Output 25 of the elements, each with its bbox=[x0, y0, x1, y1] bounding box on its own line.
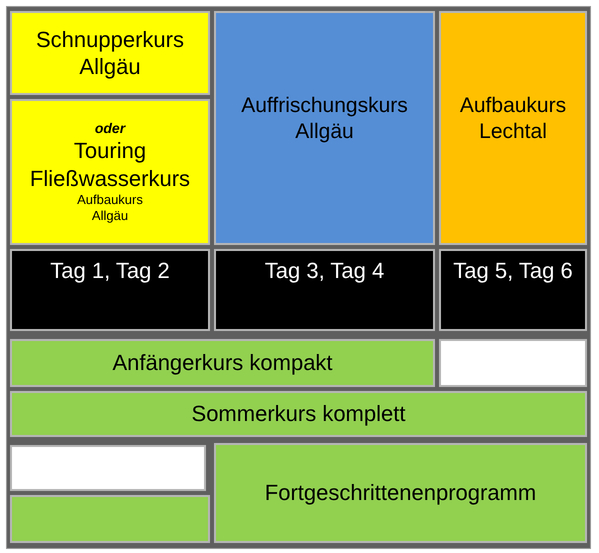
day-label: Tag 1, Tag 2 bbox=[50, 257, 170, 284]
course-block bbox=[10, 11, 210, 95]
day-band bbox=[439, 249, 587, 331]
course-name: Fortgeschrittenenprogramm bbox=[264, 479, 536, 507]
day-band bbox=[10, 249, 210, 331]
course-block bbox=[10, 99, 210, 245]
day-band bbox=[214, 249, 435, 331]
course-name: Schnupperkurs Allgäu bbox=[35, 26, 185, 80]
course-name: Anfängerkurs kompakt bbox=[112, 349, 333, 377]
day-label: Tag 5, Tag 6 bbox=[453, 257, 573, 284]
course-name: Auffrischungskurs Allgäu bbox=[240, 93, 409, 146]
connector-word: oder bbox=[94, 120, 126, 137]
day-label: Tag 3, Tag 4 bbox=[264, 257, 384, 284]
course-block bbox=[214, 11, 435, 245]
course-name: Sommerkurs komplett bbox=[192, 400, 406, 428]
course-name: Touring Fließwasserkurs bbox=[28, 137, 192, 192]
empty-block bbox=[10, 495, 210, 543]
empty-block bbox=[439, 339, 587, 387]
note-text: Aufbaukurs Allgäu bbox=[76, 192, 144, 224]
course-block bbox=[439, 11, 587, 245]
course-block bbox=[10, 339, 435, 387]
course-block bbox=[214, 443, 587, 543]
empty-block bbox=[10, 445, 206, 491]
course-name: Aufbaukurs Lechtal bbox=[458, 93, 568, 146]
course-block bbox=[10, 391, 587, 437]
